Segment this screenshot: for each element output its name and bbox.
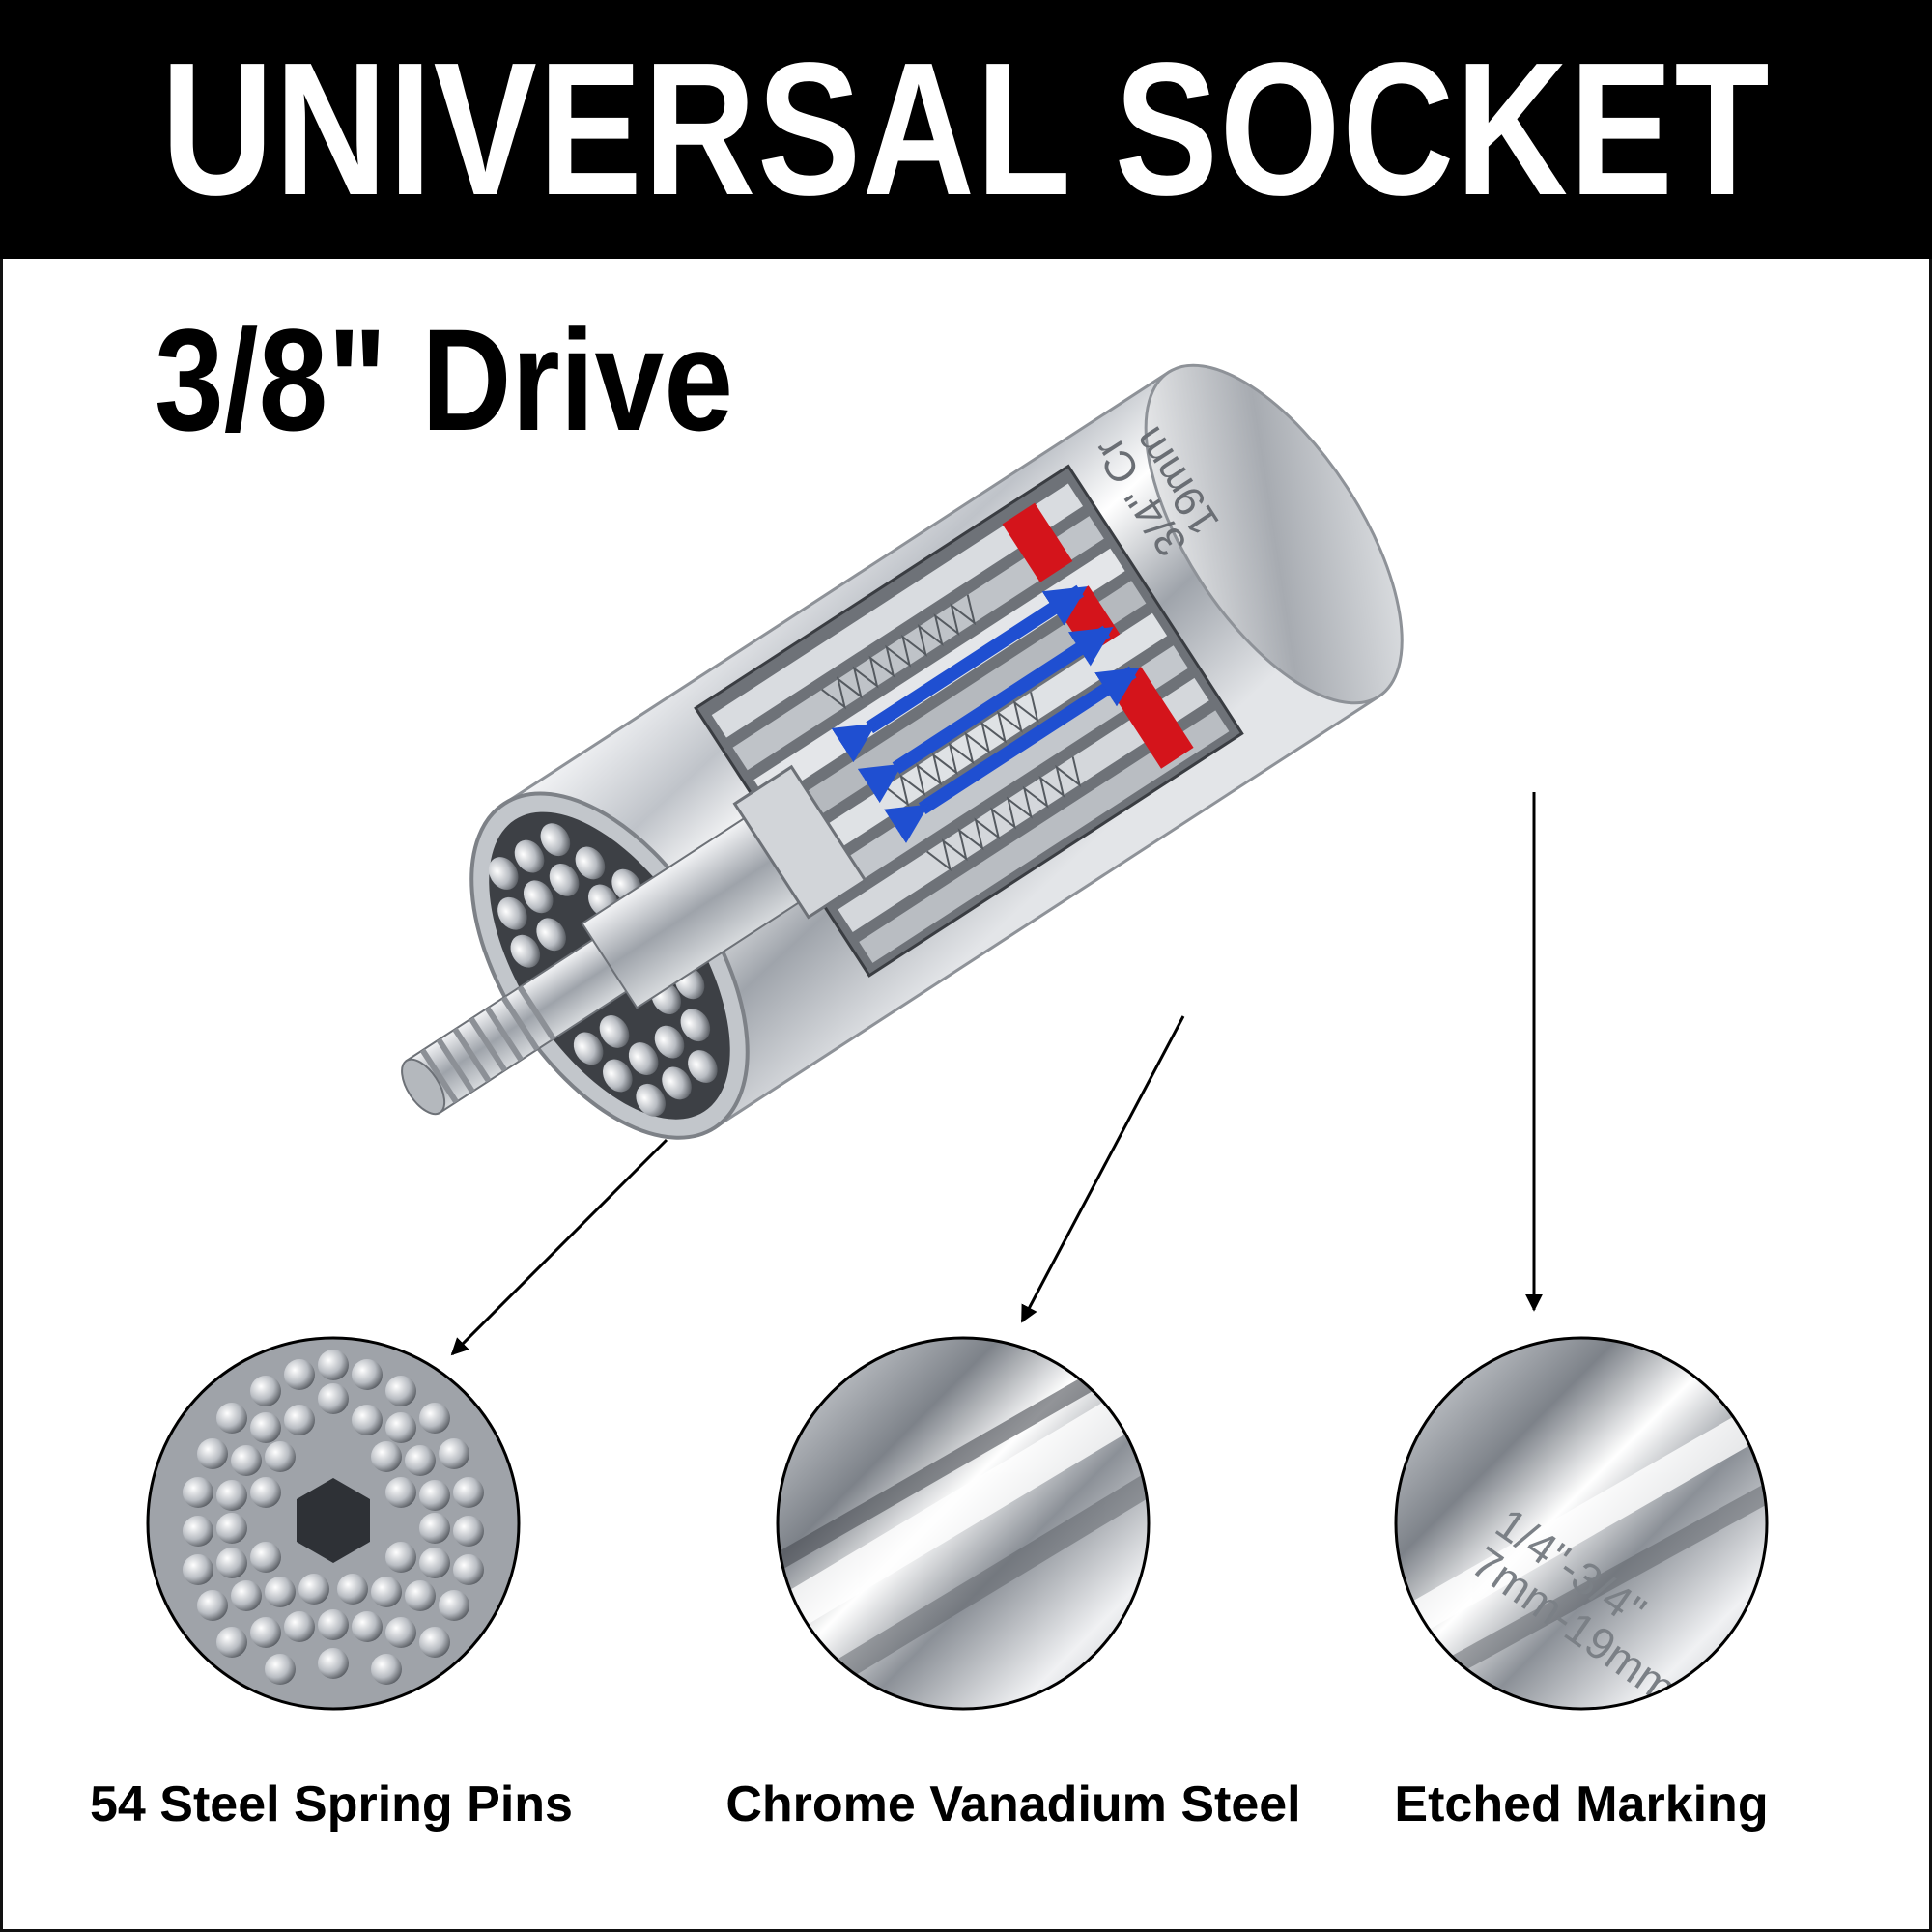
- closeup-etched-marking: 1/4"-3/4" 7mm-19mm: [1394, 1336, 1769, 1711]
- motion-arrows: [831, 584, 1140, 844]
- socket-body: 3/4" Cr 19mm: [401, 363, 1404, 1140]
- header-banner: UNIVERSAL SOCKET: [0, 0, 1932, 259]
- closeup-chrome-steel: [776, 1336, 1151, 1711]
- closeup-steel-pins: [146, 1336, 521, 1711]
- bolt: [401, 764, 867, 1116]
- caption-etched-marking: Etched Marking: [1394, 1776, 1769, 1833]
- callout-arrows: [450, 792, 1543, 1356]
- caption-chrome-steel: Chrome Vanadium Steel: [725, 1776, 1301, 1833]
- drive-size-heading: 3/8" Drive: [155, 298, 734, 461]
- caption-steel-pins: 54 Steel Spring Pins: [90, 1776, 573, 1833]
- page-title: UNIVERSAL SOCKET: [160, 23, 1772, 235]
